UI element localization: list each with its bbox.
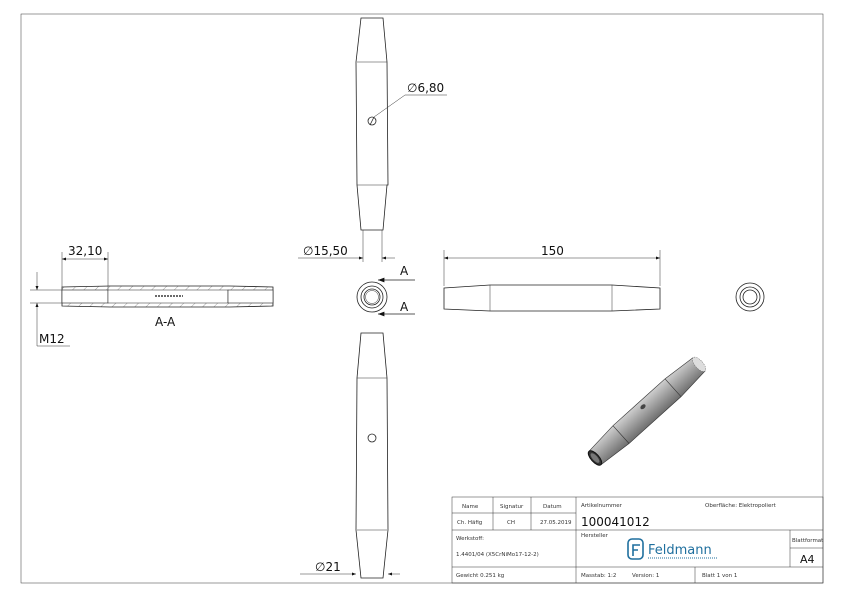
sheet-format: A4	[800, 553, 815, 566]
name-header: Name	[462, 504, 479, 510]
signature-header: Signatur	[500, 504, 524, 510]
material: 1.4401/04 (X5CrNiMo17-12-2)	[456, 552, 539, 558]
section-view: 32,10 A-A M12	[30, 244, 274, 347]
end-view-right	[735, 282, 765, 312]
sheet-number: Blatt 1 von 1	[702, 573, 737, 579]
section-marker-bottom: A	[400, 300, 409, 314]
sheet-border	[20, 13, 824, 584]
top-view: ∅6,80 ∅15,50	[298, 17, 447, 262]
format-label: Blattformat	[792, 538, 824, 544]
dim-length: 150	[541, 244, 564, 258]
side-view: 150	[443, 244, 661, 312]
version: Version: 1	[632, 573, 659, 579]
dim-body-diameter: ∅15,50	[303, 244, 348, 258]
title-block: Name Signatur Datum Ch. Häfig CH 27.05.2…	[451, 496, 824, 584]
dim-thread: M12	[39, 332, 65, 346]
dim-thread-depth: 32,10	[68, 244, 102, 258]
manufacturer-label: Hersteller	[581, 533, 609, 539]
bottom-view: ∅21	[300, 332, 400, 579]
material-label: Werkstoff:	[456, 536, 484, 542]
dim-end-diameter: ∅21	[315, 560, 341, 574]
cross-hole	[367, 116, 377, 126]
end-view: A A	[356, 264, 415, 317]
weight: Gewicht 0.251 kg	[456, 573, 504, 579]
drafter-name: Ch. Häfig	[457, 520, 482, 526]
isometric-view	[587, 356, 707, 466]
section-marker-top: A	[400, 264, 409, 278]
article-number: 100041012	[581, 515, 650, 529]
date-header: Datum	[543, 504, 562, 510]
feldmann-logo: Feldmann	[627, 538, 718, 560]
dim-hole-diameter: ∅6,80	[407, 81, 444, 95]
drafter-signature: CH	[507, 520, 515, 526]
article-label: Artikelnummer	[581, 503, 623, 509]
section-label: A-A	[155, 315, 176, 329]
svg-text:Feldmann: Feldmann	[648, 543, 712, 558]
surface-finish: Oberfläche: Elektropoliert	[705, 503, 777, 509]
scale: Masstab: 1:2	[581, 573, 616, 579]
drawing-date: 27.05.2019	[540, 520, 572, 526]
